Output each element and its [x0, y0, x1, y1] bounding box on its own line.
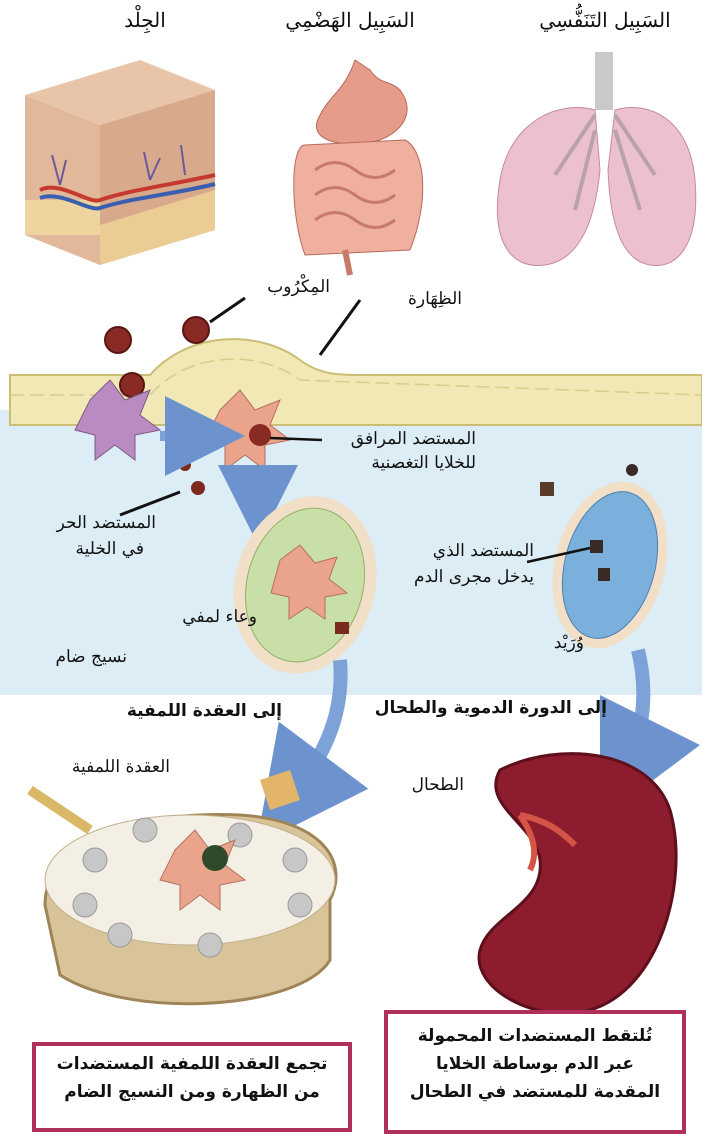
- caption-lymph-line2: من الظهارة ومن النسيج الضام: [36, 1078, 348, 1106]
- label-to-blood-spleen: إلى الدورة الدموية والطحال: [375, 697, 607, 719]
- lymph-node-illustration: [30, 770, 336, 1004]
- label-microbe: المِكْرُوب: [267, 276, 330, 298]
- label-dc-antigen-2: للخلايا التغصنية: [371, 452, 476, 474]
- label-free-antigen-1: المستضد الحر: [57, 512, 156, 534]
- respiratory-title: السَبِيل التَنَفُّسِي: [520, 8, 690, 32]
- label-to-lymph-node: إلى العقدة اللمفية: [127, 700, 282, 722]
- label-lymph-vessel: وعاء لمفي: [182, 606, 257, 628]
- skin-illustration: [25, 60, 215, 265]
- lungs-illustration: [497, 52, 695, 266]
- caption-lymph-line1: تجمع العقدة اللمفية المستضدات: [36, 1050, 348, 1078]
- skin-title: الجِلْد: [100, 8, 190, 32]
- label-blood-antigen-1: المستضد الذي: [433, 540, 534, 562]
- digestive-title: السَبِيل الهَضْمِي: [270, 8, 430, 32]
- caption-spleen-line2: عبر الدم بوساطة الخلايا: [388, 1050, 682, 1078]
- spleen-illustration: [479, 754, 676, 1014]
- caption-spleen: تُلتقط المستضدات المحمولة عبر الدم بوساط…: [384, 1010, 686, 1134]
- caption-spleen-line1: تُلتقط المستضدات المحمولة: [388, 1022, 682, 1050]
- label-spleen: الطحال: [412, 774, 464, 796]
- caption-lymph-node: تجمع العقدة اللمفية المستضدات من الظهارة…: [32, 1042, 352, 1132]
- caption-spleen-line3: المقدمة للمستضد في الطحال: [388, 1078, 682, 1106]
- digestive-illustration: [294, 60, 423, 275]
- label-epithelium: الظِهَارة: [408, 288, 462, 310]
- label-dc-antigen-1: المستضد المرافق: [351, 428, 476, 450]
- label-lymph-node: العقدة اللمفية: [72, 756, 170, 778]
- label-free-antigen-2: في الخلية: [76, 538, 144, 560]
- label-blood-antigen-2: يدخل مجرى الدم: [414, 566, 534, 588]
- label-connective-tissue: نسيج ضام: [55, 646, 127, 668]
- label-venule: وُرَيْد: [554, 632, 584, 654]
